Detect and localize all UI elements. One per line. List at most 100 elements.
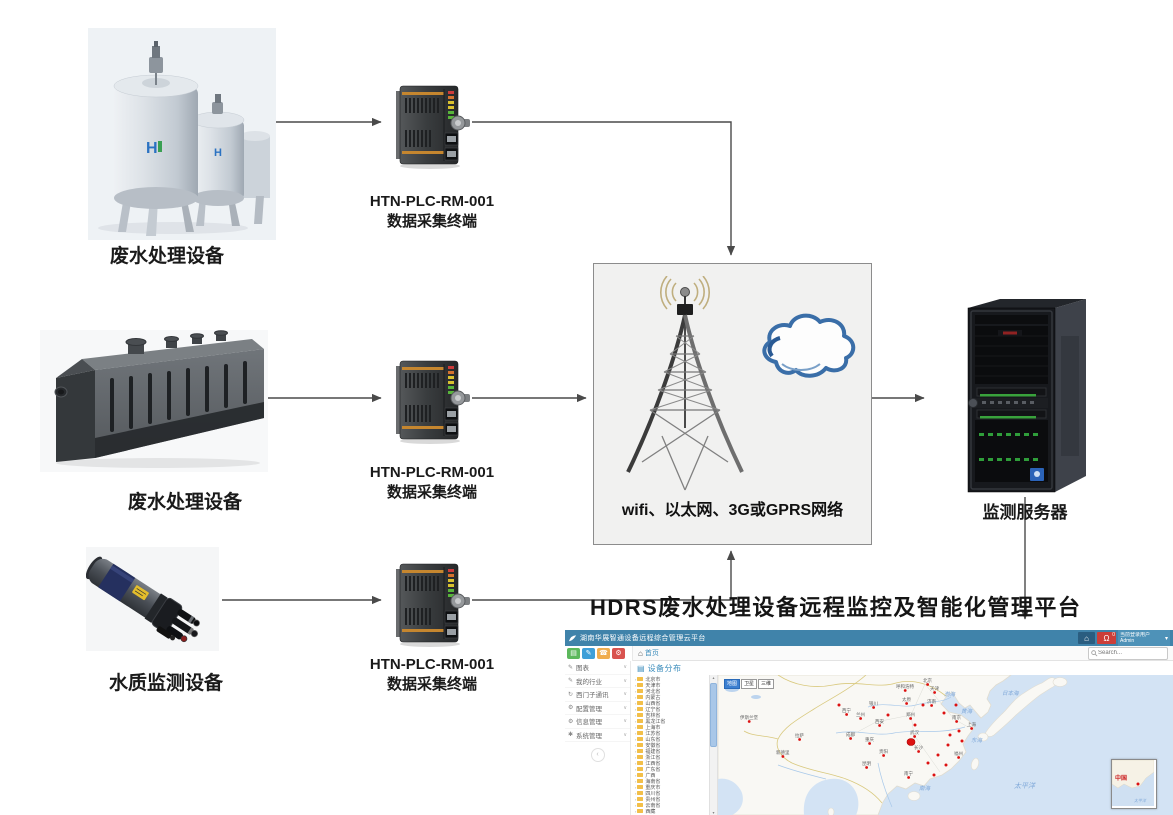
china-map[interactable]: 北京天津济南郑州太原银川西安兰州西宁成都重庆武汉长沙南京上海福州南宁昆明贵阳拉萨… — [718, 675, 1173, 815]
plc-role: 数据采集终端 — [386, 675, 477, 693]
sidebar-item-配置管理[interactable]: ⚙配置管理∨ — [565, 702, 630, 715]
map-control-地图[interactable]: 地图 — [724, 679, 741, 689]
user-label: 当前登录用户 — [1120, 632, 1151, 638]
tree-item-福建省[interactable]: ›福建省 — [631, 748, 709, 755]
expander-icon[interactable]: › — [635, 694, 637, 700]
menu-label: 配置管理 — [576, 705, 602, 713]
tree-item-贵州省[interactable]: ›贵州省 — [631, 796, 709, 803]
tree-item-江苏省[interactable]: ›江苏省 — [631, 730, 709, 737]
tree-item-广东省[interactable]: ›广东省 — [631, 766, 709, 773]
city-label: 重庆 — [865, 736, 874, 743]
breadcrumb-home-link[interactable]: 首页 — [644, 650, 659, 657]
tree-item-黑龙江省[interactable]: ›黑龙江省 — [631, 718, 709, 725]
user-menu[interactable]: 当前登录用户 Admin ▾ — [1118, 630, 1170, 646]
expander-icon[interactable]: › — [635, 802, 637, 808]
wastewater-mid-label: 废水处理设备 — [127, 492, 242, 513]
tree-item-天津市[interactable]: ›天津市 — [631, 682, 709, 689]
tree-item-内蒙古[interactable]: ›内蒙古 — [631, 694, 709, 701]
tree-item-重庆市[interactable]: ›重庆市 — [631, 784, 709, 791]
city-label: 西宁 — [842, 707, 851, 714]
sea-label: 东海 — [971, 737, 984, 744]
expander-icon[interactable]: › — [635, 688, 637, 694]
expander-icon[interactable]: › — [635, 784, 637, 790]
search-input[interactable] — [1098, 650, 1165, 656]
tree-item-海南省[interactable]: ›海南省 — [631, 778, 709, 785]
chart-quick-button[interactable]: ▤ — [567, 648, 580, 659]
expander-icon[interactable]: › — [635, 760, 637, 766]
folder-icon — [637, 748, 644, 754]
expander-icon[interactable]: › — [635, 724, 637, 730]
tree-item-山东省[interactable]: ›山东省 — [631, 736, 709, 743]
tree-item-北京市[interactable]: ›北京市 — [631, 676, 709, 683]
expander-icon[interactable]: › — [635, 808, 637, 814]
svg-text:H: H — [214, 147, 222, 159]
tree-item-广西[interactable]: ›广西 — [631, 772, 709, 779]
cluster-marker — [906, 738, 916, 746]
expander-icon[interactable]: › — [635, 790, 637, 796]
folder-icon — [637, 688, 644, 694]
tree-scrollbar[interactable]: ▴ ▾ — [709, 675, 718, 815]
map-control-三维[interactable]: 三维 — [758, 679, 775, 689]
tree-item-云南省[interactable]: ›云南省 — [631, 802, 709, 809]
sidebar-item-图表[interactable]: ✎图表∨ — [565, 661, 630, 675]
tree-item-上海市[interactable]: ›上海市 — [631, 724, 709, 731]
header-home-button[interactable]: ⌂ — [1078, 632, 1095, 644]
expander-icon[interactable]: › — [635, 700, 637, 706]
settings-quick-button[interactable]: ⚙ — [612, 648, 625, 659]
menu-icon: ✎ — [568, 678, 574, 685]
tree-item-辽宁省[interactable]: ›辽宁省 — [631, 706, 709, 713]
folder-icon — [637, 808, 644, 814]
expander-icon[interactable]: › — [635, 682, 637, 688]
cloud-icon — [762, 313, 856, 378]
tree-item-江西省[interactable]: ›江西省 — [631, 760, 709, 767]
scrollbar-thumb[interactable] — [710, 683, 717, 747]
sidebar-item-西门子通讯[interactable]: ↻西门子通讯∨ — [565, 688, 630, 702]
sidebar-item-我的行业[interactable]: ✎我的行业∨ — [565, 675, 630, 688]
expander-icon[interactable]: › — [635, 748, 637, 754]
device-panel-title: 设备分布 — [647, 663, 682, 673]
search-box — [1088, 646, 1168, 660]
expander-icon[interactable]: › — [635, 736, 637, 742]
tree-item-安徽省[interactable]: › 安徽省 — [631, 742, 709, 749]
menu-label: 信息管理 — [576, 719, 602, 727]
edit-quick-button[interactable]: ✎ — [582, 648, 595, 659]
header-alerts-button[interactable]: Ω 0 — [1097, 632, 1116, 644]
sidebar-item-系统管理[interactable]: ✱系统管理∨ — [565, 729, 630, 742]
city-label: 北京 — [923, 677, 932, 684]
sidebar-item-信息管理[interactable]: ⚙信息管理∨ — [565, 715, 630, 729]
chevron-down-icon: ∨ — [623, 718, 627, 725]
home-icon: ⌂ — [1084, 633, 1089, 643]
tree-item-浙江省[interactable]: ›浙江省 — [631, 754, 709, 761]
expander-icon[interactable]: › — [635, 778, 637, 784]
expander-icon[interactable]: › — [635, 676, 637, 682]
menu-label: 西门子通讯 — [576, 692, 609, 700]
expander-icon[interactable]: › — [635, 754, 637, 760]
expander-icon[interactable]: › — [635, 796, 637, 802]
city-label: 成都 — [846, 731, 855, 738]
province-name: 安徽省 — [645, 742, 661, 749]
folder-icon — [637, 760, 644, 766]
expander-icon[interactable]: › — [635, 718, 637, 724]
expander-icon[interactable]: › — [635, 730, 637, 736]
expander-icon[interactable]: › — [635, 706, 637, 712]
map-inset[interactable]: 中国 太平洋 — [1111, 759, 1157, 809]
tree-item-河北省[interactable]: ›河北省 — [631, 688, 709, 695]
plc-gateway-2-image — [388, 358, 472, 444]
expander-icon[interactable]: › — [635, 712, 637, 718]
expander-icon[interactable]: › — [635, 742, 637, 748]
contact-quick-button[interactable]: ☎ — [597, 648, 610, 659]
scroll-down-icon[interactable]: ▾ — [712, 810, 715, 815]
expander-icon[interactable]: › — [635, 772, 637, 778]
sidebar-collapse-button[interactable]: ‹ — [590, 748, 605, 762]
scroll-up-icon[interactable]: ▴ — [712, 675, 715, 680]
tree-item-吉林省[interactable]: › 吉林省 — [631, 712, 709, 719]
tree-item-四川省[interactable]: ›四川省 — [631, 790, 709, 797]
folder-icon — [637, 784, 644, 790]
province-name: 吉林省 — [645, 712, 661, 719]
province-tree: ›北京市›天津市›河北省›内蒙古›山西省›辽宁省›吉林省›黑龙江省›上海市›江苏… — [631, 675, 709, 815]
expander-icon[interactable]: › — [635, 766, 637, 772]
tree-item-山西省[interactable]: ›山西省 — [631, 700, 709, 707]
map-control-卫星[interactable]: 卫星 — [741, 679, 758, 689]
tree-item-西藏[interactable]: ›西藏 — [631, 808, 709, 815]
